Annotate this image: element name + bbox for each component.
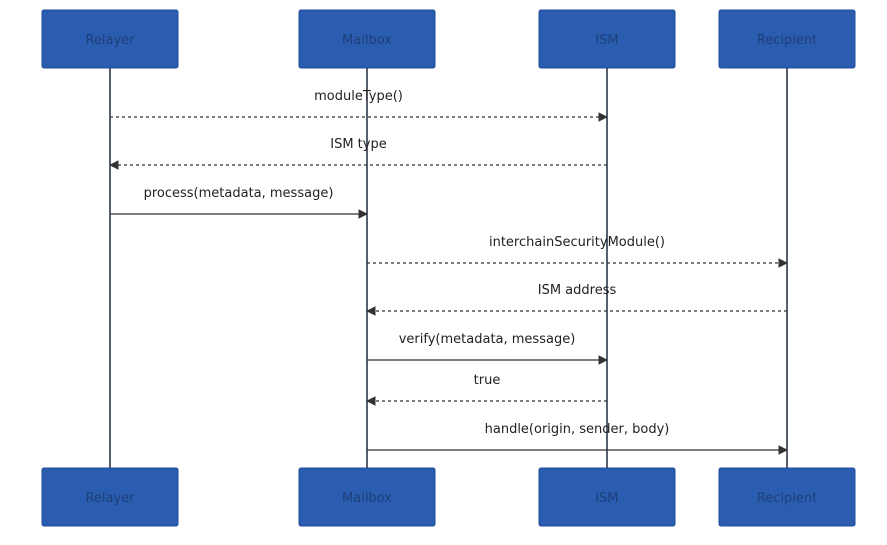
actor-label: Recipient (757, 33, 817, 48)
actor-box (41, 467, 179, 527)
actor-recipient-bottom: Recipient (718, 467, 856, 527)
message-label: true (474, 373, 501, 388)
actor-box (718, 467, 856, 527)
actor-box (298, 467, 436, 527)
actor-box (538, 9, 676, 69)
actor-mailbox-top: Mailbox (298, 9, 436, 69)
message-4: interchainSecurityModule() (367, 235, 788, 268)
message-label: handle(origin, sender, body) (485, 422, 670, 437)
message-8: handle(origin, sender, body) (367, 422, 788, 455)
message-6: verify(metadata, message) (367, 332, 608, 365)
actor-label: ISM (595, 491, 618, 506)
message-label: ISM address (538, 283, 617, 298)
actor-label: Relayer (85, 33, 135, 48)
actor-label: Relayer (85, 491, 135, 506)
actor-mailbox-bottom: Mailbox (298, 467, 436, 527)
actor-ism-top: ISM (538, 9, 676, 69)
actor-relayer-top: Relayer (41, 9, 179, 69)
actor-recipient-top: Recipient (718, 9, 856, 69)
message-3: process(metadata, message) (110, 186, 368, 219)
actor-box (298, 9, 436, 69)
message-2: ISM type (109, 137, 607, 170)
actor-box (718, 9, 856, 69)
actor-box (538, 467, 676, 527)
message-label: process(metadata, message) (144, 186, 334, 201)
message-label: interchainSecurityModule() (489, 235, 665, 250)
message-label: ISM type (330, 137, 386, 152)
message-7: true (366, 373, 607, 406)
actor-ism-bottom: ISM (538, 467, 676, 527)
actor-label: Recipient (757, 491, 817, 506)
actor-label: Mailbox (342, 491, 392, 506)
actor-box (41, 9, 179, 69)
actor-relayer-bottom: Relayer (41, 467, 179, 527)
message-label: moduleType() (314, 89, 403, 104)
message-label: verify(metadata, message) (399, 332, 576, 347)
message-1: moduleType() (110, 89, 608, 122)
message-5: ISM address (366, 283, 787, 316)
actor-label: Mailbox (342, 33, 392, 48)
actor-label: ISM (595, 33, 618, 48)
